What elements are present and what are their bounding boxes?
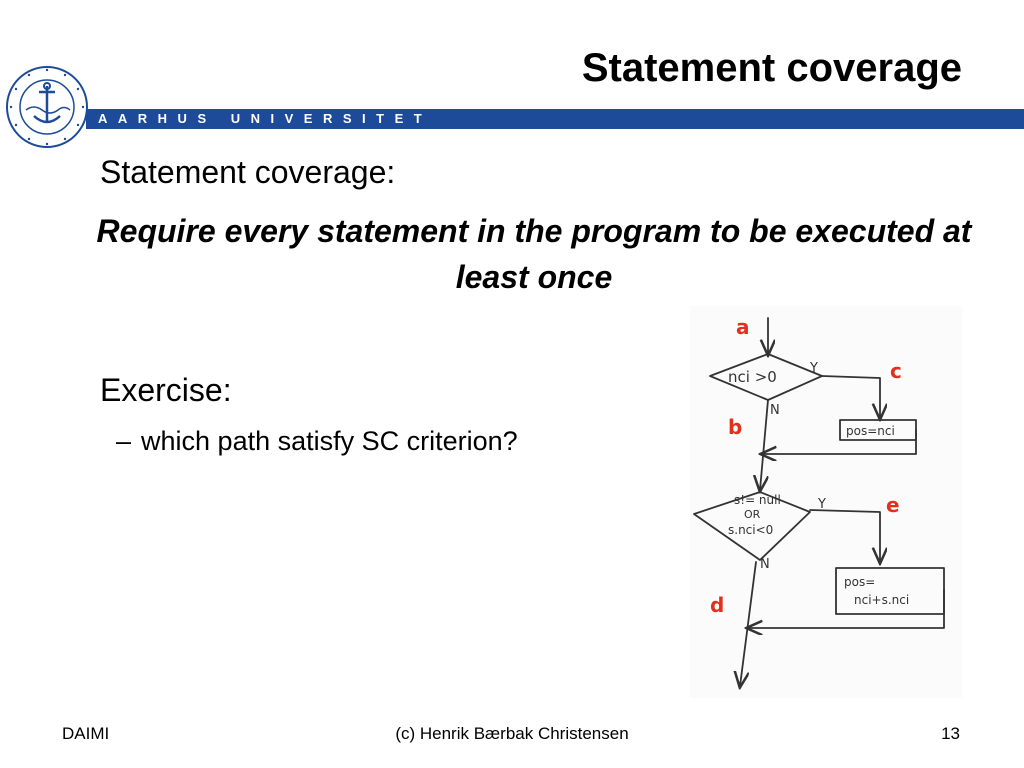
- university-name: AARHUS UNIVERSITET: [98, 111, 433, 126]
- flow-label-a: a: [736, 315, 750, 339]
- decision2-no: N: [760, 557, 770, 572]
- statement2-line1: pos=: [844, 575, 875, 589]
- edge-b: [760, 399, 769, 490]
- flow-label-e: e: [886, 493, 900, 517]
- flow-label-c: c: [890, 359, 902, 383]
- decision2-diamond: [693, 491, 811, 561]
- decision2-line1: s!= null: [734, 493, 781, 507]
- university-seal-logo: [6, 66, 88, 148]
- decision2-line3: s.nci<0: [728, 523, 773, 537]
- exercise-bullet: –which path satisfy SC criterion?: [116, 426, 518, 457]
- bullet-text: which path satisfy SC criterion?: [141, 426, 518, 456]
- decision1-text: nci >0: [728, 368, 777, 386]
- decision1-no: N: [770, 403, 780, 418]
- decision1-yes: Y: [809, 361, 818, 376]
- statement1-text: pos=nci: [846, 424, 895, 438]
- edge-statement1-return: [762, 429, 917, 454]
- decision2-yes: Y: [817, 497, 826, 512]
- footer-copyright: (c) Henrik Bærbak Christensen: [395, 724, 629, 743]
- exercise-heading: Exercise:: [100, 372, 232, 408]
- flow-label-b: b: [728, 415, 742, 439]
- bullet-dash: –: [116, 426, 132, 456]
- edge-d: [740, 561, 757, 686]
- slide-title: Statement coverage: [581, 46, 962, 90]
- statement2-line2: nci+s.nci: [854, 593, 909, 607]
- university-banner: AARHUS UNIVERSITET: [86, 109, 1024, 129]
- decision2-line2: OR: [744, 508, 761, 521]
- flowchart-diagram: a c b e d nci >0 Y N pos=nci s!= null OR…: [690, 306, 962, 698]
- slide-number: 13: [941, 724, 960, 743]
- edge-e: [809, 509, 880, 562]
- edge-statement2-return: [748, 589, 945, 628]
- edge-c: [821, 375, 880, 418]
- flow-label-d: d: [710, 593, 724, 617]
- coverage-definition: Require every statement in the program t…: [96, 213, 972, 295]
- statement-coverage-subheading: Statement coverage:: [100, 154, 396, 190]
- footer-left: DAIMI: [62, 724, 110, 743]
